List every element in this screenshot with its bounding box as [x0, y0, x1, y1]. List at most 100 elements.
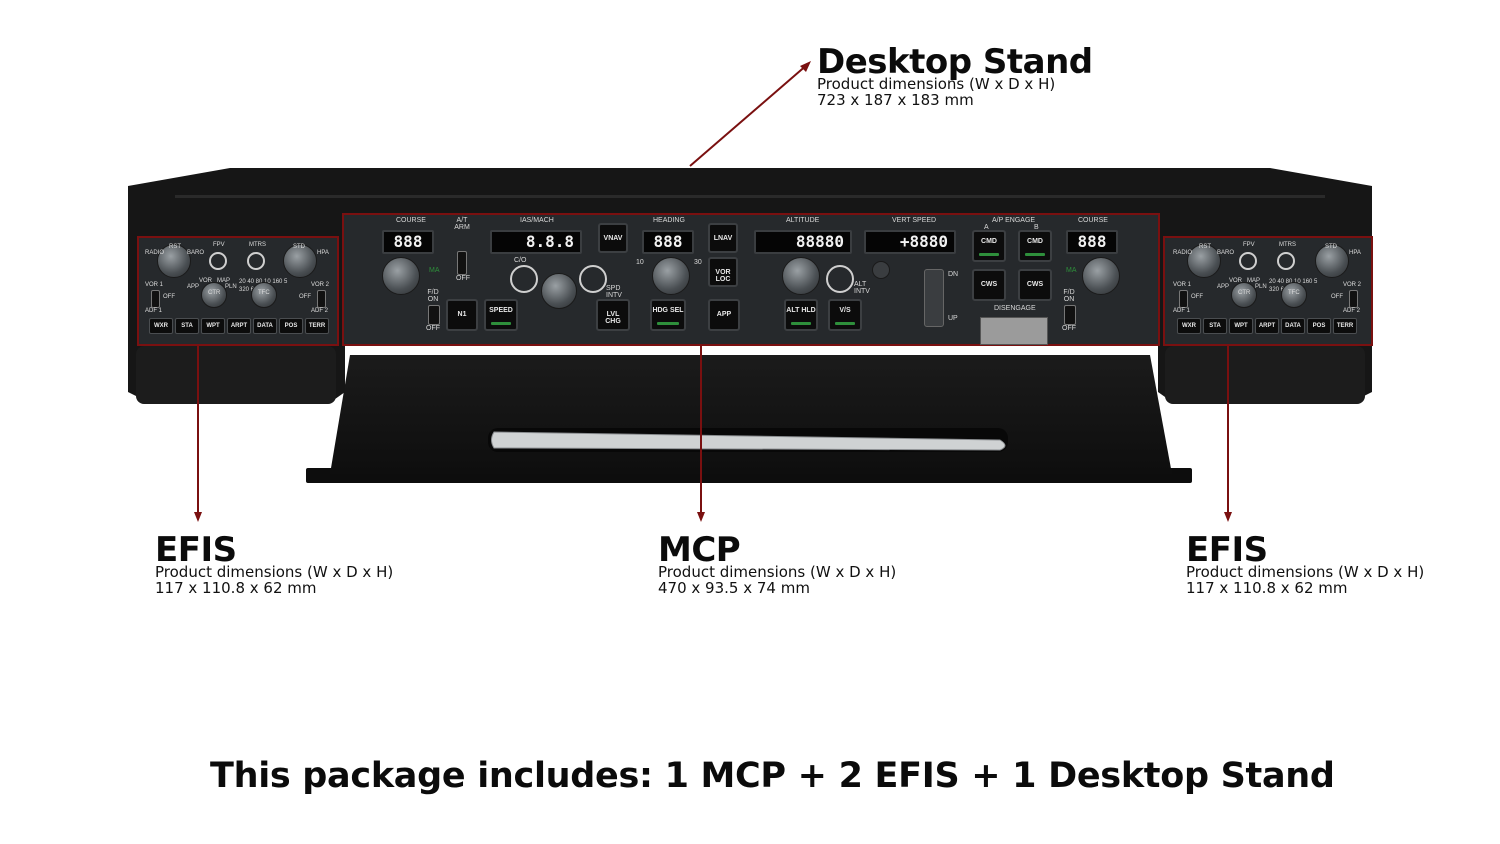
altitude-knob[interactable]: [782, 257, 820, 295]
vs-thumbwheel[interactable]: [924, 269, 944, 327]
at-arm-off-label: OFF: [456, 275, 470, 282]
efis-right-vor2-switch[interactable]: [1349, 290, 1358, 308]
efis-left-fpv-button[interactable]: [209, 252, 227, 270]
efis-left-sta-button[interactable]: STA: [175, 318, 199, 334]
ias-mach-knob[interactable]: [541, 273, 577, 309]
alt-intv-label: ALT INTV: [854, 281, 870, 295]
efis-right-mode-knob[interactable]: [1231, 282, 1257, 308]
fd-right-off-label: OFF: [1062, 325, 1076, 332]
alt-hld-button[interactable]: ALT HLD: [784, 299, 818, 331]
efis-left-adf2-label: ADF 2: [311, 308, 329, 314]
disengage-bar[interactable]: [980, 317, 1048, 345]
desktop-stand-pointer-arrow: [800, 61, 811, 72]
efis-right-pos-button[interactable]: POS: [1307, 318, 1331, 334]
heading-knob[interactable]: [652, 257, 690, 295]
efis-right-sta-button[interactable]: STA: [1203, 318, 1227, 334]
fd-left-on-label: F/D ON: [427, 289, 439, 303]
efis-right-terr-button[interactable]: TERR: [1333, 318, 1357, 334]
altitude-display: 88880: [754, 230, 852, 254]
alt-hld-button-label: ALT HLD: [786, 307, 816, 314]
spd-intv-button[interactable]: [579, 265, 607, 293]
efis-right-off2-label: OFF: [1331, 294, 1343, 300]
efis-left-mtrs-button[interactable]: [247, 252, 265, 270]
efis-right-adf2-label: ADF 2: [1343, 308, 1361, 314]
course-right-display: 888: [1066, 230, 1118, 254]
package-contents: This package includes: 1 MCP + 2 EFIS + …: [210, 756, 1335, 796]
efis-right-pointer-arrow: [1224, 512, 1232, 522]
efis-left-panel: RADIO RST BARO FPV MTRS STD HPA VOR 1 OF…: [137, 236, 339, 346]
spd-intv-label: SPD INTV: [606, 285, 622, 299]
vs-button[interactable]: V/S: [828, 299, 862, 331]
efis-right-mtrs-button[interactable]: [1277, 252, 1295, 270]
cmd-b-button[interactable]: CMD: [1018, 230, 1052, 262]
efis-left-terr-button[interactable]: TERR: [305, 318, 329, 334]
heading-30-label: 30: [694, 259, 702, 266]
efis-left-std-label: STD: [293, 244, 305, 250]
efis-right-vor1-switch[interactable]: [1179, 290, 1188, 308]
efis-left-tfc-label: TFC: [258, 290, 270, 296]
efis-right-minimums-knob[interactable]: [1315, 244, 1349, 278]
course-right-label: COURSE: [1078, 217, 1108, 224]
app-button[interactable]: APP: [708, 299, 740, 331]
efis-right-wpt-button[interactable]: WPT: [1229, 318, 1253, 334]
co-button[interactable]: [510, 265, 538, 293]
efis-right-ctr-label: CTR: [1238, 290, 1251, 296]
efis-right-pod: [1165, 346, 1365, 404]
cmd-a-button[interactable]: CMD: [972, 230, 1006, 262]
efis-right-map-label: MAP: [1247, 278, 1261, 284]
efis-right-fpv-button[interactable]: [1239, 252, 1257, 270]
heading-display: 888: [642, 230, 694, 254]
efis-left-ctr-label: CTR: [208, 290, 221, 296]
efis-left-wpt-button[interactable]: WPT: [201, 318, 225, 334]
efis-left-off2-label: OFF: [299, 294, 311, 300]
efis-left-title: EFIS: [155, 530, 237, 570]
mcp-dims: 470 x 93.5 x 74 mm: [658, 579, 810, 597]
cmd-a-button-label: CMD: [981, 238, 997, 245]
cws-b-button[interactable]: CWS: [1018, 269, 1052, 301]
lvl-chg-button[interactable]: LVL CHG: [596, 299, 630, 331]
ap-b-label: B: [1034, 224, 1039, 231]
at-arm-label: A/T ARM: [454, 217, 470, 231]
efis-right-range-knob[interactable]: [1281, 282, 1307, 308]
speed-button[interactable]: SPEED: [484, 299, 518, 331]
hdg-sel-button[interactable]: HDG SEL: [650, 299, 686, 331]
vs-button-label: V/S: [839, 307, 851, 314]
efis-left-data-button[interactable]: DATA: [253, 318, 277, 334]
efis-left-arpt-button[interactable]: ARPT: [227, 318, 251, 334]
course-left-knob[interactable]: [382, 257, 420, 295]
at-arm-switch[interactable]: [457, 251, 467, 275]
cws-a-button[interactable]: CWS: [972, 269, 1006, 301]
desktop-stand-title: Desktop Stand: [817, 42, 1093, 82]
efis-left-range-knob[interactable]: [251, 282, 277, 308]
efis-right-arpt-button[interactable]: ARPT: [1255, 318, 1279, 334]
efis-left-minimums-knob[interactable]: [283, 244, 317, 278]
efis-left-vor2-switch[interactable]: [317, 290, 326, 308]
course-left-display: 888: [382, 230, 434, 254]
efis-right-title: EFIS: [1186, 530, 1268, 570]
efis-right-wxr-button[interactable]: WXR: [1177, 318, 1201, 334]
efis-left-vor1-label: VOR 1: [145, 282, 164, 288]
speed-button-led: [491, 322, 511, 325]
desktop-stand-dim-label: Product dimensions (W x D x H): [817, 75, 1056, 93]
efis-right-baro-knob[interactable]: [1187, 244, 1221, 278]
vs-up-label: UP: [948, 315, 958, 322]
efis-right-hpa-label: HPA: [1349, 250, 1361, 256]
fd-right-switch[interactable]: [1064, 305, 1076, 325]
efis-left-mode-knob[interactable]: [201, 282, 227, 308]
efis-left-pos-button[interactable]: POS: [279, 318, 303, 334]
alt-intv-button[interactable]: [826, 265, 854, 293]
efis-left-vor1-switch[interactable]: [151, 290, 160, 308]
efis-right-adf1-label: ADF 1: [1173, 308, 1191, 314]
course-right-knob[interactable]: [1082, 257, 1120, 295]
efis-left-wxr-button[interactable]: WXR: [149, 318, 173, 334]
ias-mach-label: IAS/MACH: [520, 217, 554, 224]
vor-loc-button[interactable]: VOR LOC: [708, 257, 738, 287]
efis-right-data-button[interactable]: DATA: [1281, 318, 1305, 334]
lnav-button[interactable]: LNAV: [708, 223, 738, 253]
efis-left-baro-knob[interactable]: [157, 244, 191, 278]
efis-right-vor-label: VOR: [1229, 278, 1243, 284]
fd-left-switch[interactable]: [428, 305, 440, 325]
efis-left-hpa-label: HPA: [317, 250, 329, 256]
vnav-button[interactable]: VNAV: [598, 223, 628, 253]
n1-button[interactable]: N1: [446, 299, 478, 331]
